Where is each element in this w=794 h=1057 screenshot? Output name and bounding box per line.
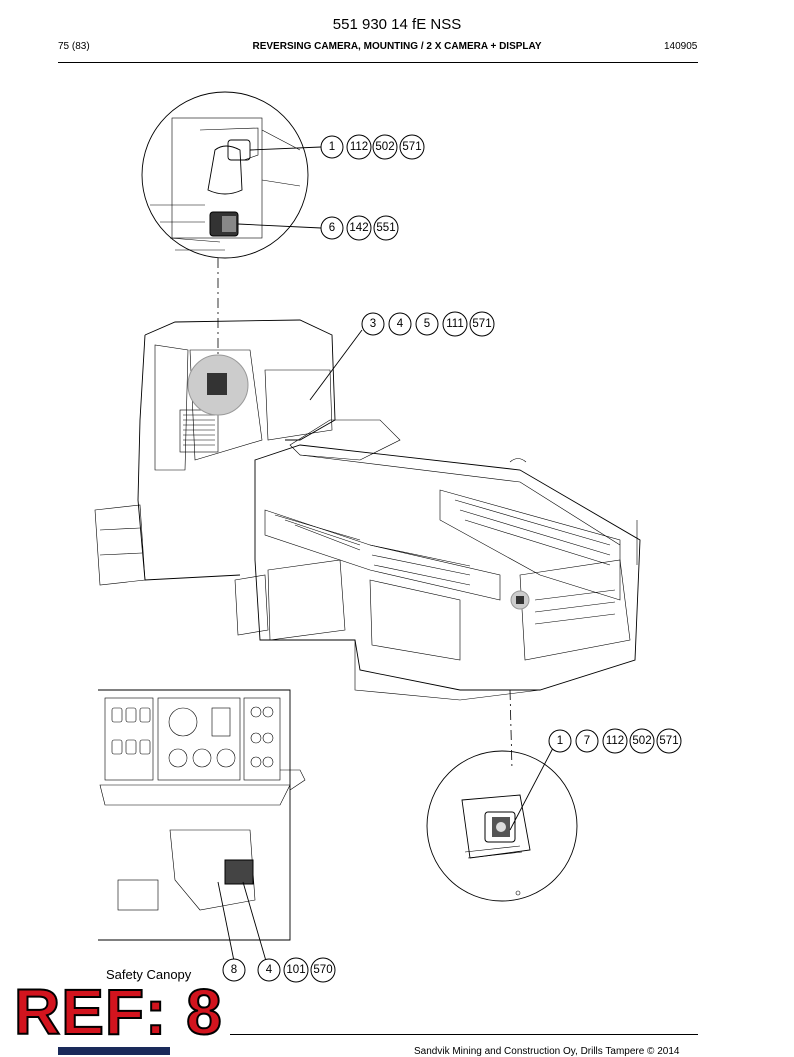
callout-label: 8 — [231, 964, 237, 976]
callout-label: 571 — [659, 735, 678, 747]
callout-group-2: 6 142 551 — [320, 215, 399, 241]
callout-label: 101 — [286, 964, 305, 976]
view-caption: Safety Canopy — [106, 967, 192, 982]
callout-label: 4 — [266, 964, 273, 976]
callout-label: 111 — [446, 318, 463, 330]
footer-copyright: Sandvik Mining and Construction Oy, Dril… — [414, 1046, 680, 1057]
header-divider — [58, 62, 698, 63]
callout-label: 112 — [350, 141, 368, 153]
document-number: 551 930 14 fE NSS — [332, 16, 462, 33]
callout-label: 3 — [370, 318, 376, 330]
callout-label: 502 — [375, 141, 394, 153]
callout-label: 142 — [349, 222, 368, 234]
ref-stamp: REF: 8 — [13, 976, 223, 1048]
detail-view-canopy — [98, 689, 306, 941]
callout-label: 571 — [402, 141, 421, 153]
page-number: 75 (83) — [58, 41, 90, 52]
leader-lines — [217, 146, 554, 962]
detail-view-rear — [426, 750, 578, 902]
callout-label: 7 — [584, 735, 590, 747]
callout-label: 1 — [557, 735, 563, 747]
callout-group-3: 3 4 5 111 571 — [361, 311, 495, 337]
callout-label: 112 — [606, 735, 624, 747]
page-title: REVERSING CAMERA, MOUNTING / 2 X CAMERA … — [252, 41, 542, 52]
page-code: 140905 — [664, 41, 698, 52]
callout-label: 551 — [376, 222, 395, 234]
footer-divider — [230, 1034, 698, 1035]
callout-label: 4 — [397, 318, 404, 330]
detail-view-top — [141, 91, 309, 259]
callout-label: 571 — [472, 318, 491, 330]
callout-label: 570 — [313, 964, 332, 976]
callout-group-5: 8 4 101 570 — [222, 957, 336, 983]
company-logo — [58, 1047, 170, 1055]
machine-illustration — [94, 319, 641, 701]
callout-label: 1 — [329, 141, 335, 153]
callout-group-4: 1 7 112 502 571 — [548, 728, 682, 754]
callout-label: 5 — [424, 318, 430, 330]
callout-label: 6 — [329, 222, 335, 234]
callout-group-1: 1 112 502 571 — [320, 134, 425, 160]
callout-label: 502 — [632, 735, 651, 747]
